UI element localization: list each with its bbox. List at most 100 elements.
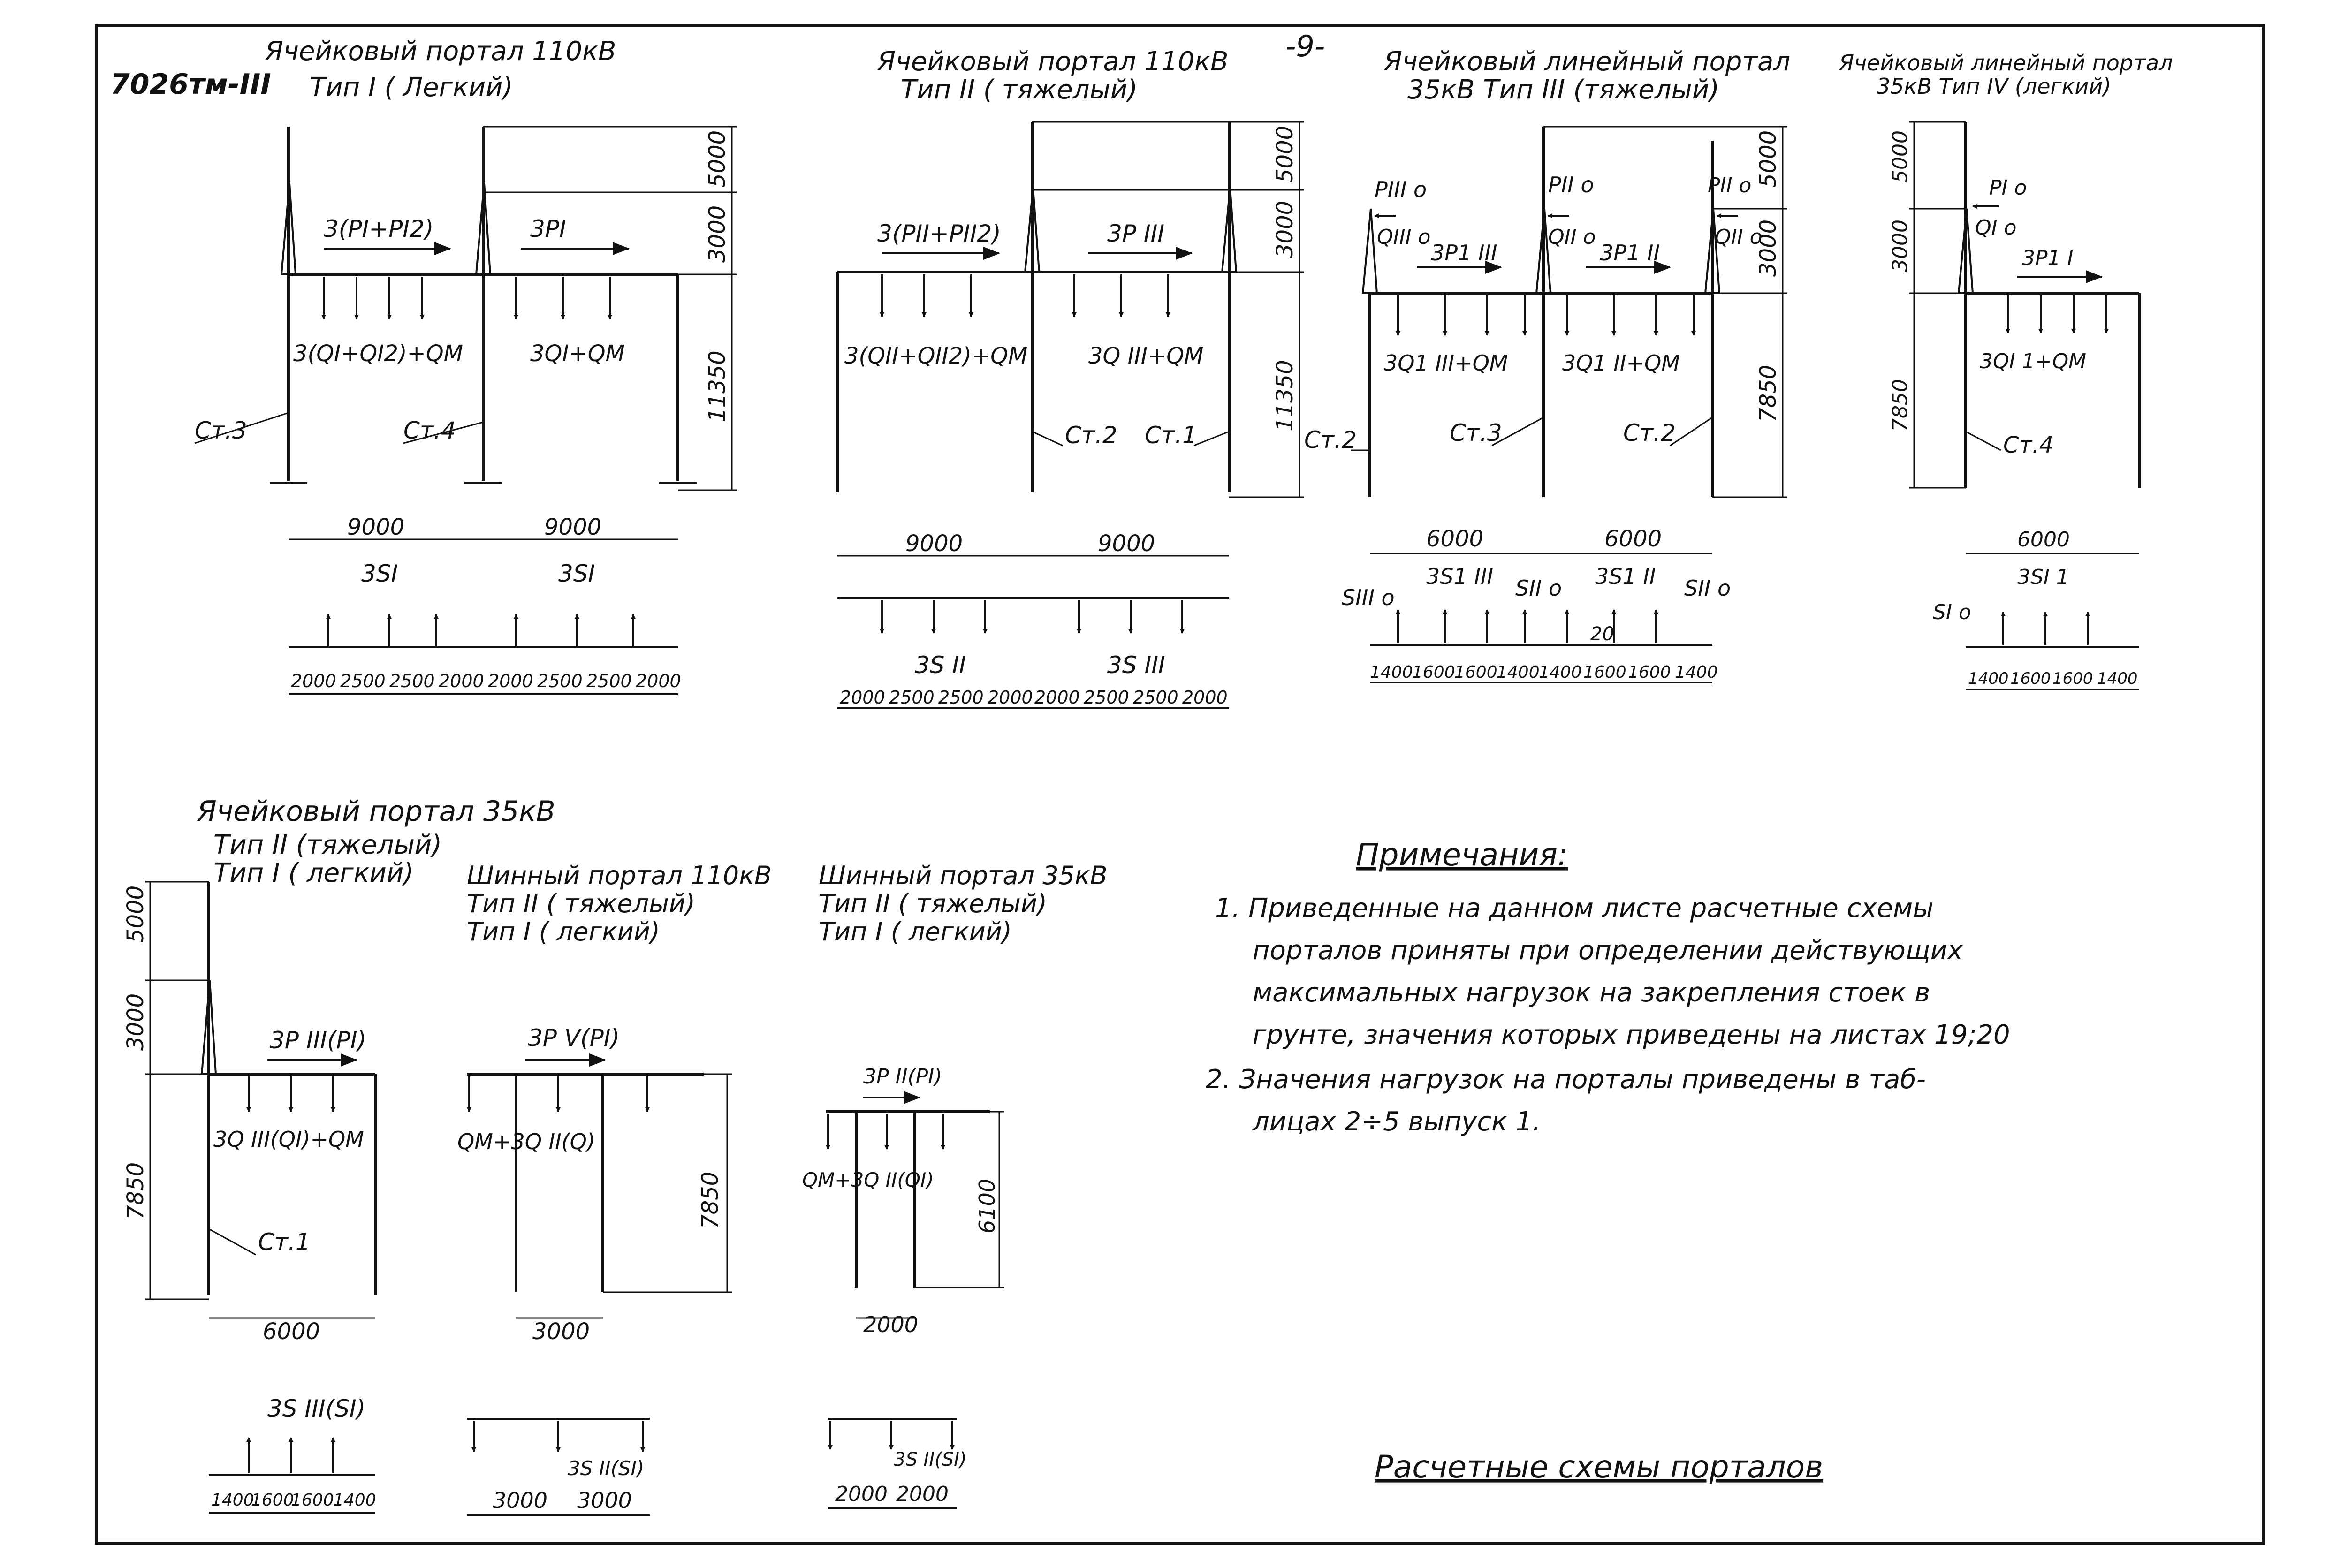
dimension-lines <box>837 121 1304 557</box>
bus-beam <box>828 1418 957 1509</box>
sheet-title: Расчетные схемы порталов <box>1375 1449 1823 1485</box>
diagram-subtitle: Тип I ( легкий) <box>819 917 1012 947</box>
bus-beam <box>289 614 678 695</box>
spacing-dim: 2000 <box>291 671 336 691</box>
spacing-dim: 1600 <box>1454 663 1497 682</box>
note-line: лицах 2÷5 выпуск 1. <box>1252 1106 1541 1137</box>
bus-label-s: SIII o <box>1342 585 1395 610</box>
spacing-dim: 2000 <box>1034 687 1080 708</box>
load-label-q: 3QI 1+QM <box>1980 349 2086 373</box>
diagram-title: Шинный портал 110кВ <box>467 861 772 890</box>
diagram-subtitle: 35кВ Тип IV (легкий) <box>1877 74 2111 99</box>
diagram-subtitle: Тип I ( легкий) <box>213 858 414 888</box>
bus-label-s: 3SI 1 <box>2017 565 2069 589</box>
diagram-subtitle: Тип I ( легкий) <box>467 917 660 947</box>
spacing-dim: 1400 <box>1370 663 1413 682</box>
load-label-p: 3(PI+PI2) <box>324 215 433 242</box>
spacing-dim: 2000 <box>835 1482 888 1506</box>
dim-3000: 3000 <box>1272 201 1298 258</box>
dim-9000: 9000 <box>1098 530 1155 557</box>
load-arrows <box>321 242 630 319</box>
portal-frame <box>280 127 679 481</box>
bus-label-s: 3S II(SI) <box>568 1457 644 1480</box>
load-label-p: 3P III(PI) <box>270 1027 366 1054</box>
member-label: Ст.2 <box>1623 419 1676 447</box>
spacing-dim: 2500 <box>537 671 583 691</box>
load-label-q: 3QI+QM <box>530 341 625 367</box>
dim-5000: 5000 <box>704 130 730 188</box>
small-dim: 20 <box>1590 623 1614 645</box>
load-label-q: 3(QI+QI2)+QM <box>293 341 463 367</box>
member-label: Ст.4 <box>403 417 456 444</box>
diagram-subtitle: Тип II ( тяжелый) <box>467 889 695 918</box>
bus-label-s: 3SI <box>361 560 398 587</box>
load-label-p: 3P1 I <box>2022 246 2073 270</box>
portal-frame <box>1361 127 1721 497</box>
dim-6000: 6000 <box>1604 526 1662 552</box>
spacing-dim: 2500 <box>938 687 984 708</box>
load-label-p: 3P II(PI) <box>863 1065 942 1089</box>
bus-label-s: 3S1 III <box>1426 564 1493 589</box>
load-label-q: QM+3Q II(QI) <box>802 1168 934 1191</box>
diagram-line-portal-35kv-type4: Ячейковый линейный портал 35кВ Тип IV (л… <box>1839 50 2173 690</box>
load-label-p: PII o <box>1708 174 1751 197</box>
dim-2000: 2000 <box>863 1312 918 1337</box>
spacing-dim: 3000 <box>493 1488 547 1513</box>
spacing-dim: 1400 <box>1968 669 2009 688</box>
load-label-p: PIII o <box>1375 177 1427 202</box>
dim-7850: 7850 <box>122 1162 149 1220</box>
dim-7850: 7850 <box>1755 365 1781 422</box>
spacing-dim: 1600 <box>2052 669 2093 688</box>
dimension-lines <box>516 1073 732 1319</box>
spacing-dim: 1600 <box>2010 669 2051 688</box>
dim-3000: 3000 <box>1888 220 1912 272</box>
diagram-cell-portal-110kv-type1: Ячейковый портал 110кВ Тип I ( Легкий) 5… <box>194 36 737 695</box>
diagram-subtitle: Тип II ( тяжелый) <box>819 889 1047 918</box>
member-label: Ст.2 <box>1065 422 1117 449</box>
bus-label-s: 3S1 II <box>1595 564 1656 589</box>
bus-label-s: SII o <box>1684 576 1731 601</box>
load-label-q: 3Q III+QM <box>1088 343 1203 369</box>
load-label-q: 3Q III(QI)+QM <box>213 1127 364 1152</box>
dim-3000: 3000 <box>1755 220 1781 277</box>
spacing-dim: 2500 <box>1084 687 1129 708</box>
diagram-title: Ячейковый портал 110кВ <box>877 46 1228 77</box>
spacing-dim: 1600 <box>1583 663 1626 682</box>
spacing-dim: 1400 <box>1675 663 1718 682</box>
load-label-p: 3P1 III <box>1431 240 1497 265</box>
portal-frame <box>826 1110 990 1288</box>
diagram-title: Шинный портал 35кВ <box>819 861 1108 890</box>
dim-9000: 9000 <box>347 514 404 540</box>
dimension-lines <box>856 1111 1004 1319</box>
sheet-frame <box>95 24 2265 1545</box>
spacing-dim: 2500 <box>389 671 435 691</box>
load-label-q: 3Q1 II+QM <box>1562 350 1680 376</box>
diagram-subtitle: 35кВ Тип III (тяжелый) <box>1407 75 1719 105</box>
dim-7850: 7850 <box>697 1172 723 1229</box>
page-number: -9- <box>1285 29 1325 63</box>
diagram-bus-portal-35kv: Шинный портал 35кВ Тип II ( тяжелый) Тип… <box>802 861 1108 1509</box>
diagram-line-portal-35kv-type3: Ячейковый линейный портал 35кВ Тип III (… <box>1304 46 1790 683</box>
note-line: максимальных нагрузок на закрепления сто… <box>1253 977 1930 1008</box>
dim-9000: 9000 <box>905 530 963 557</box>
member-label: Ст.1 <box>1145 422 1197 449</box>
spacing-dim: 1400 <box>1497 663 1540 682</box>
bus-label-s: SII o <box>1515 576 1562 601</box>
spacing-dim: 2000 <box>636 671 681 691</box>
dimension-lines <box>1370 126 1787 554</box>
spacing-dim: 2000 <box>896 1482 949 1506</box>
load-arrows <box>246 1053 357 1112</box>
bus-label-s: 3S III(SI) <box>267 1395 365 1422</box>
dimension-lines <box>145 881 375 1319</box>
sheet-code: 7026тм-III <box>110 68 271 101</box>
load-label-p: 3P V(PI) <box>528 1024 620 1052</box>
dim-3000: 3000 <box>532 1318 590 1345</box>
diagram-cell-portal-35kv: Ячейковый портал 35кВ Тип II (тяжелый) Т… <box>122 795 555 1514</box>
spacing-dim: 2000 <box>988 687 1033 708</box>
load-label-p: PII o <box>1548 172 1594 197</box>
dim-3000: 3000 <box>122 993 149 1051</box>
notes-heading: Примечания: <box>1356 837 1568 873</box>
diagram-bus-portal-110kv: Шинный портал 110кВ Тип II ( тяжелый) Ти… <box>457 861 772 1516</box>
load-label-q: QIII o <box>1377 225 1430 249</box>
dim-5000: 5000 <box>1272 126 1298 183</box>
